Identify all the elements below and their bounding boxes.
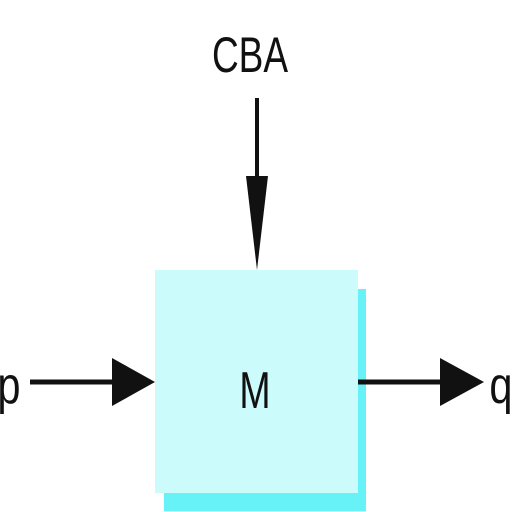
block-label: M: [239, 362, 271, 420]
input-arrow: [30, 358, 155, 406]
control-label: CBA: [211, 27, 289, 83]
output-label: q: [489, 357, 512, 415]
output-arrowhead: [440, 358, 484, 406]
output-arrow: [358, 358, 484, 406]
input-label: p: [0, 360, 21, 412]
block-m: [155, 270, 358, 493]
input-arrowhead: [112, 358, 155, 406]
control-arrowhead: [246, 176, 268, 270]
control-arrow: [246, 98, 268, 270]
